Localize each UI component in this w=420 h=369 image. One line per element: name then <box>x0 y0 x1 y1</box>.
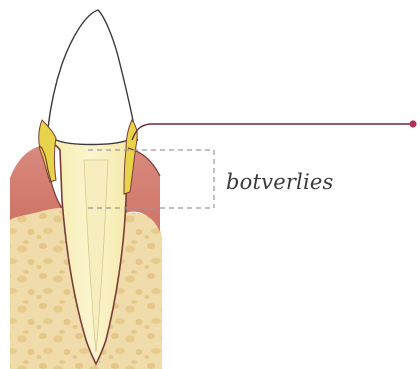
tooth-crown <box>48 10 135 145</box>
pointer-dot <box>409 120 416 127</box>
pointer-line <box>132 124 412 140</box>
bone-loss-label: botverlies <box>226 170 334 194</box>
